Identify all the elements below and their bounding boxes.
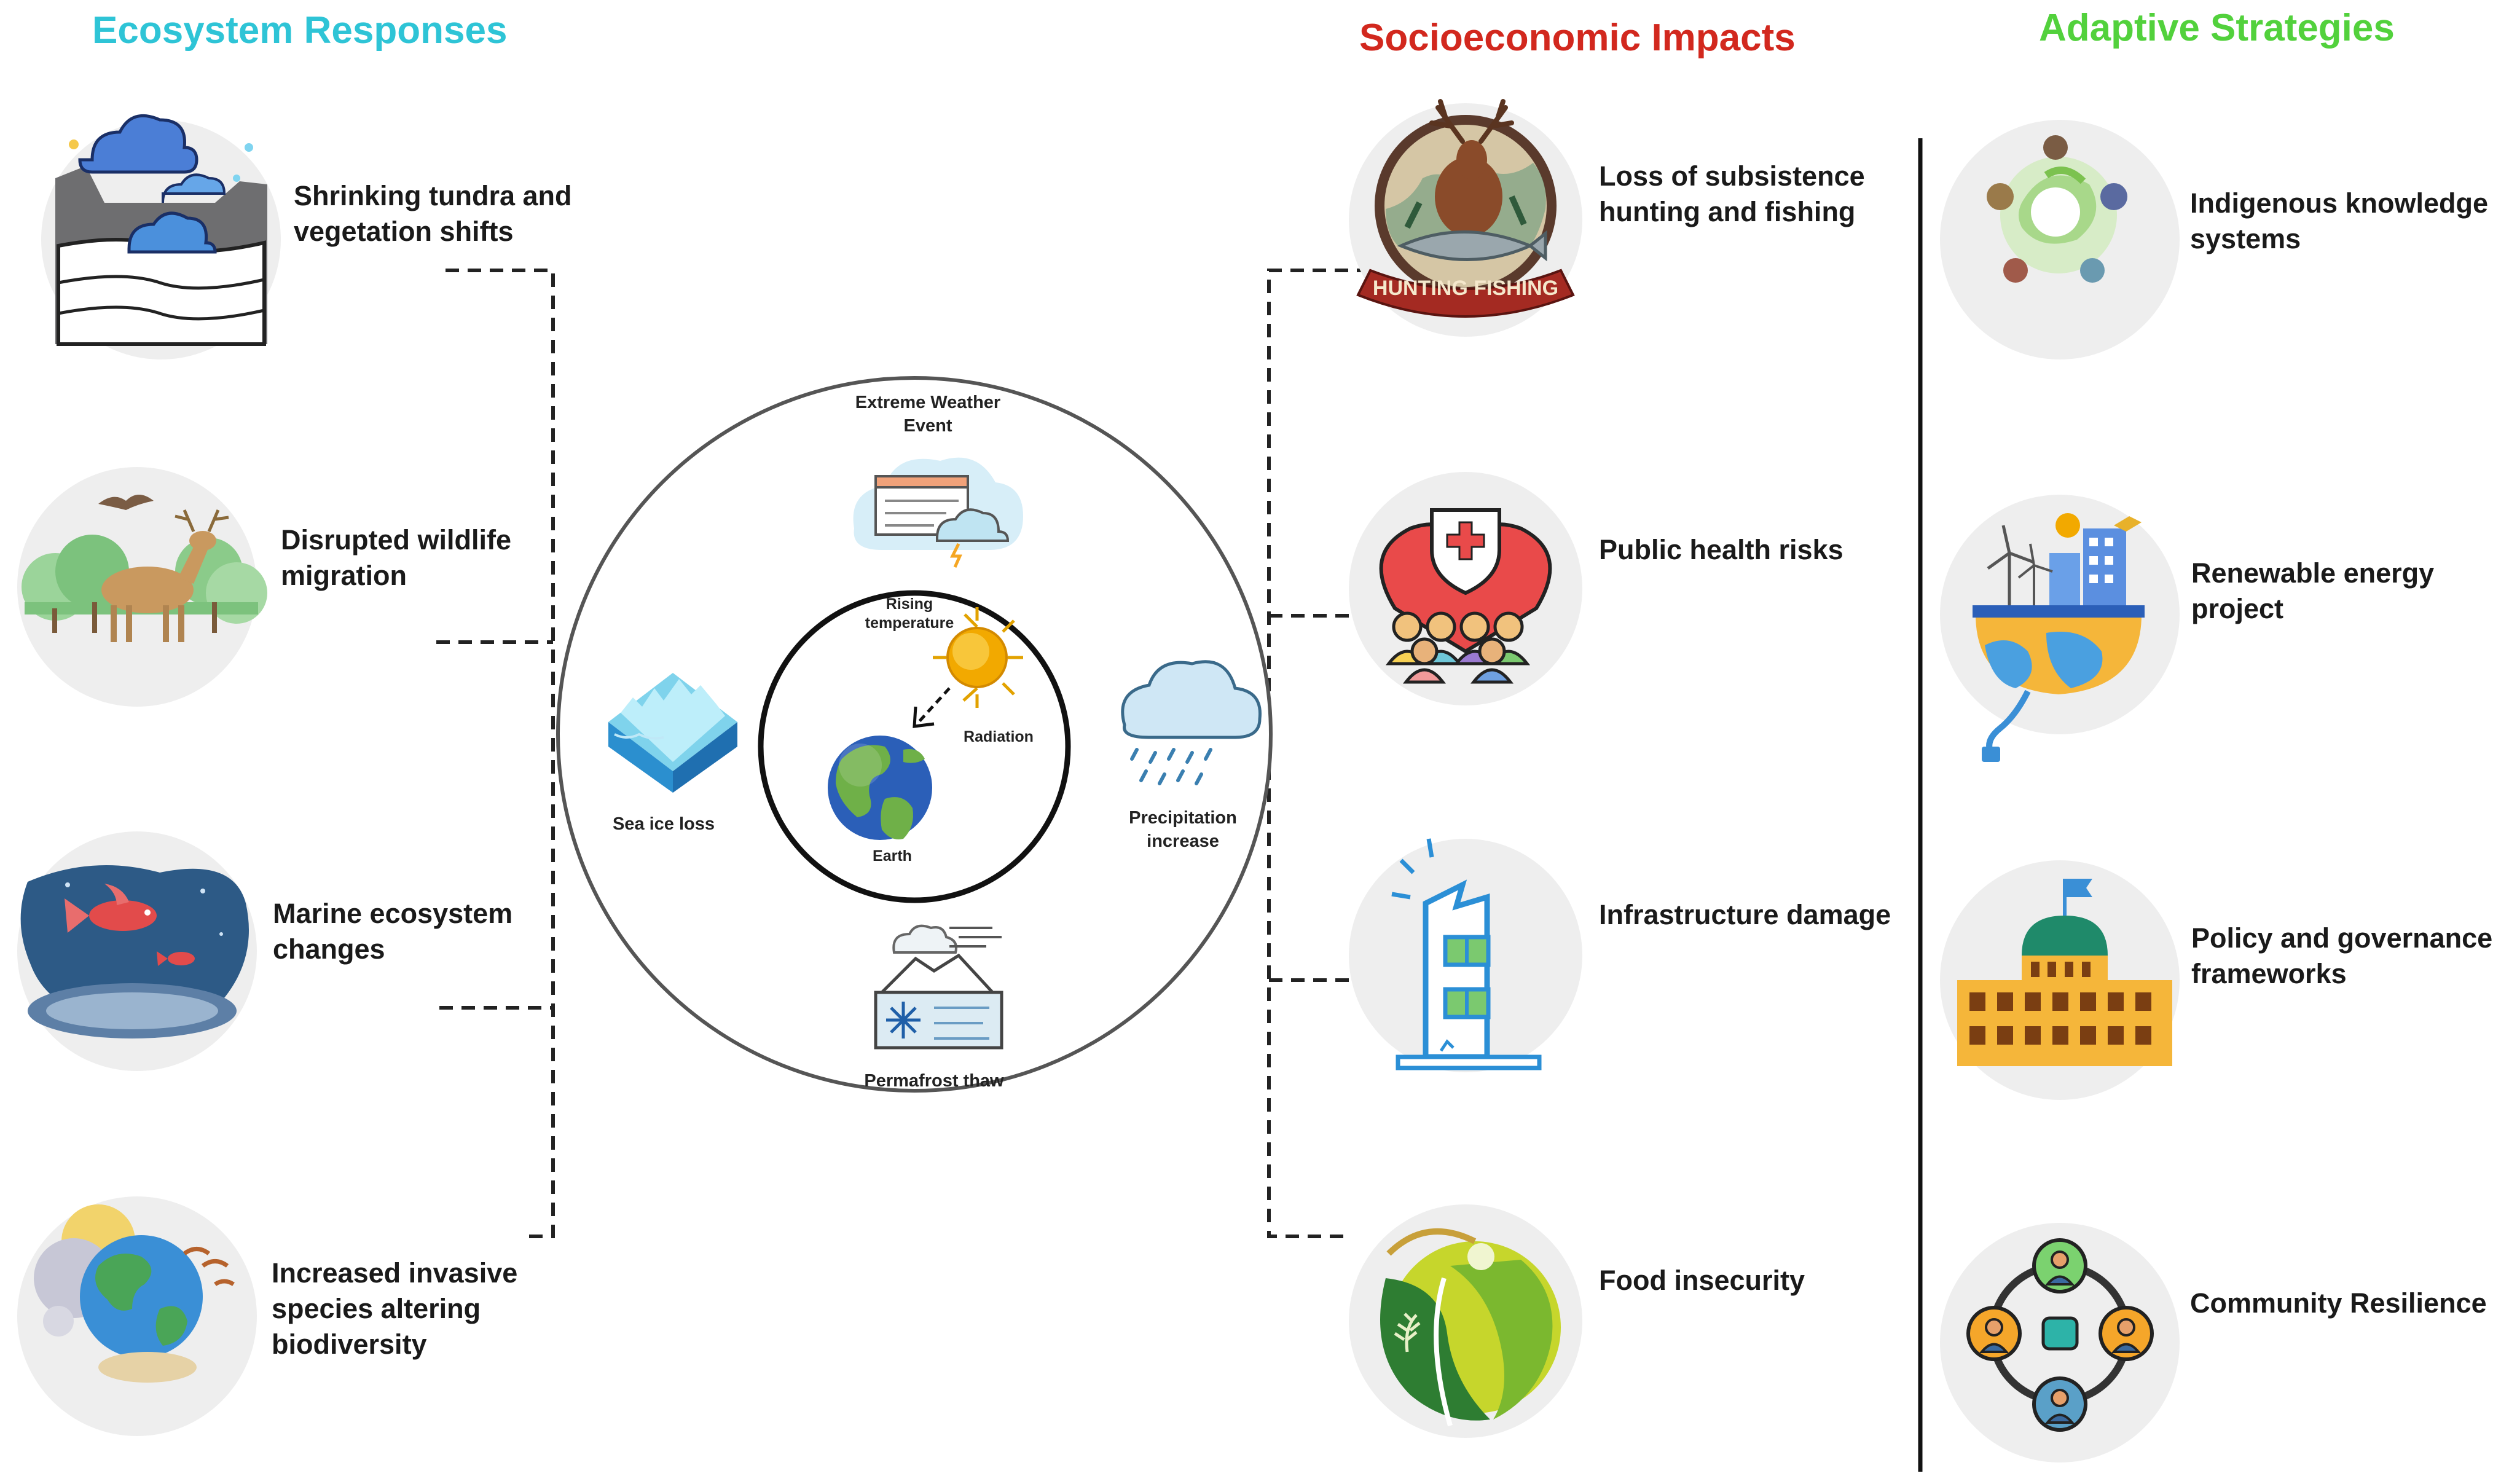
sea-ice-loss-label: Sea ice loss	[612, 814, 715, 834]
deer-icon	[17, 467, 267, 707]
socio-item-hunting: Loss of subsistence hunting and fishing	[1599, 159, 1865, 230]
adaptive-item-policy: Policy and governance frameworks	[2191, 921, 2492, 992]
socio-item-hunting-line2: hunting and fishing	[1599, 196, 1856, 227]
globe-icon	[17, 1196, 257, 1436]
socio-item-infrastructure: Infrastructure damage	[1599, 897, 1891, 933]
ecosystem-item-marine-line2: changes	[273, 933, 385, 965]
community-ring-icon	[1940, 1223, 2180, 1462]
food-leaf-icon	[1349, 1204, 1582, 1438]
ecosystem-item-wildlife-line1: Disrupted wildlife	[281, 524, 512, 556]
hunting-badge-icon: HUNTING FISHING	[1349, 99, 1582, 337]
ecosystem-item-invasive-line2: species altering	[272, 1293, 481, 1324]
hunting-badge-text: HUNTING FISHING	[1373, 277, 1558, 300]
earth-label: Earth	[873, 847, 912, 865]
socio-item-hunting-line1: Loss of subsistence	[1599, 160, 1865, 192]
tundra-icon	[41, 114, 281, 359]
renewable-energy-icon	[1940, 495, 2180, 762]
rising-temperature-label: Rising temperature	[842, 595, 977, 633]
extreme-weather-label: Extreme Weather Event	[817, 391, 1038, 438]
earth-icon	[828, 736, 932, 840]
adaptive-item-community-line1: Community Resilience	[2190, 1287, 2487, 1319]
fish-icon	[17, 831, 257, 1071]
adaptive-item-indigenous: Indigenous knowledge systems	[2190, 186, 2488, 257]
rising-temperature-label-line2: temperature	[865, 614, 954, 632]
government-building-icon	[1940, 860, 2180, 1100]
socio-item-health-line1: Public health risks	[1599, 534, 1843, 565]
adaptive-item-policy-line2: frameworks	[2191, 958, 2347, 989]
right-connector-lines	[1267, 269, 1370, 1238]
permafrost-icon	[874, 924, 1003, 1050]
adaptive-strategies-title: Adaptive Strategies	[2039, 7, 2395, 49]
sea-ice-icon	[608, 673, 737, 793]
health-shield-icon	[1349, 472, 1582, 705]
ecosystem-item-tundra-line2: vegetation shifts	[294, 216, 514, 247]
ecosystem-item-invasive-line1: Increased invasive	[272, 1257, 518, 1289]
ecosystem-item-tundra: Shrinking tundra and vegetation shifts	[294, 178, 572, 249]
adaptive-item-community: Community Resilience	[2190, 1286, 2487, 1321]
socio-item-food: Food insecurity	[1599, 1263, 1805, 1298]
ecosystem-item-tundra-line1: Shrinking tundra and	[294, 180, 572, 211]
adaptive-item-indigenous-line2: systems	[2190, 223, 2301, 254]
adaptive-item-renewable: Renewable energy project	[2191, 556, 2434, 627]
extreme-weather-icon	[853, 457, 1023, 568]
ecosystem-item-marine-line1: Marine ecosystem	[273, 898, 513, 929]
socio-item-health: Public health risks	[1599, 532, 1843, 568]
precipitation-label-line2: increase	[1147, 831, 1219, 851]
permafrost-thaw-label: Permafrost thaw	[864, 1071, 1004, 1091]
adaptive-item-policy-line1: Policy and governance	[2191, 922, 2493, 954]
sun-icon	[933, 607, 1023, 708]
extreme-weather-label-line1: Extreme Weather	[855, 393, 1001, 412]
socio-item-food-line1: Food insecurity	[1599, 1265, 1805, 1296]
ecosystem-item-wildlife-line2: migration	[281, 560, 407, 591]
socio-item-infrastructure-line1: Infrastructure damage	[1599, 899, 1891, 930]
rain-cloud-icon	[1121, 660, 1262, 785]
damaged-building-icon	[1349, 838, 1582, 1072]
rising-temperature-label-line1: Rising	[885, 595, 933, 613]
extreme-weather-label-line2: Event	[903, 416, 952, 436]
adaptive-item-renewable-line2: project	[2191, 593, 2284, 624]
precipitation-label-line1: Precipitation	[1129, 808, 1237, 828]
ecosystem-item-wildlife: Disrupted wildlife migration	[281, 522, 511, 594]
adaptive-item-renewable-line1: Renewable energy	[2191, 557, 2435, 589]
left-connector-lines	[436, 269, 555, 1238]
precipitation-increase-label: Precipitation increase	[1106, 806, 1260, 853]
socioeconomic-impacts-title: Socioeconomic Impacts	[1359, 17, 1796, 59]
ecosystem-item-invasive-line3: biodiversity	[272, 1329, 427, 1360]
ecosystem-item-marine: Marine ecosystem changes	[273, 896, 512, 967]
ecosystem-responses-title: Ecosystem Responses	[92, 9, 508, 52]
ecosystem-item-invasive: Increased invasive species altering biod…	[272, 1255, 517, 1362]
radiation-label: Radiation	[964, 728, 1034, 745]
radiation-arrow	[913, 687, 951, 728]
knowledge-network-icon	[1940, 120, 2180, 359]
adaptive-item-indigenous-line1: Indigenous knowledge	[2190, 187, 2489, 219]
